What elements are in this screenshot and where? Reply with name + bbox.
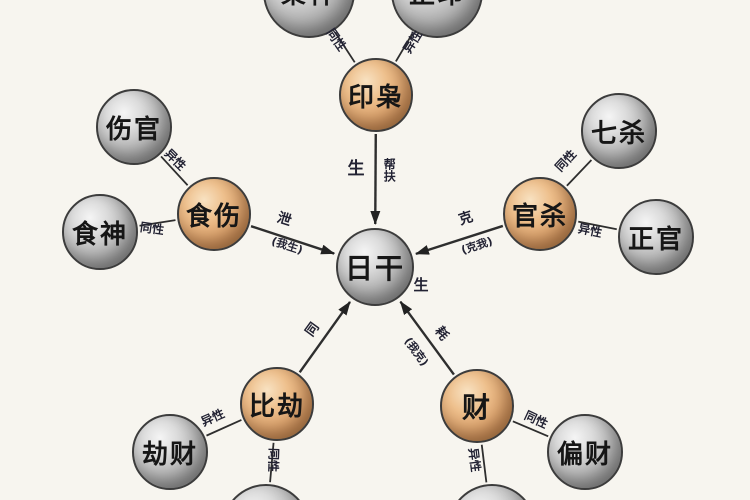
node-label: 食伤 (185, 201, 242, 232)
node-qisha: 七杀 (581, 93, 657, 169)
node-piancai: 偏财 (547, 414, 623, 490)
edge-xiaoshen-yinxiao (334, 31, 356, 63)
node-label: 正印 (409, 0, 465, 11)
node-shishen: 食神 (62, 194, 138, 270)
edge-zhengcai-cai (480, 444, 488, 483)
node-jiecai: 劫财 (132, 414, 208, 490)
node-label: 偏财 (556, 439, 613, 470)
edge-label-yixing-zhengcai: 异性 (465, 447, 483, 473)
node-guansha: 官杀 (503, 177, 577, 251)
node-label: 伤官 (105, 114, 162, 145)
node-label: 财 (461, 391, 492, 424)
edge-piancai-cai (512, 420, 549, 438)
node-label: 官杀 (511, 201, 568, 232)
edge-qisha-guansha (566, 159, 593, 187)
edge-label-sheng-yin: 生 (347, 159, 365, 180)
edge-yinxiao-rigan (370, 133, 381, 226)
edge-cai-rigan (399, 300, 455, 376)
edge-shishen-shishang (139, 219, 176, 227)
edge-label-sheng-cai: 生 (413, 276, 429, 295)
node-label: 枭神 (281, 0, 337, 11)
edge-zhengguan-guansha (578, 220, 617, 231)
node-shishang: 食伤 (177, 177, 251, 251)
edge-jiecai-bijie (206, 419, 242, 437)
edge-bijie-rigan (298, 301, 351, 373)
edge-zhengyin-yinxiao (395, 32, 414, 62)
edge-label-tongxing-shishen: 同性 (139, 220, 165, 238)
node-bijie: 比劫 (240, 367, 314, 441)
node-label: 劫财 (141, 439, 198, 470)
node-label: 食神 (71, 219, 128, 250)
edge-bijian-bijie (269, 442, 275, 483)
node-label: 印枭 (347, 82, 404, 113)
node-rigan: 日干 (336, 228, 414, 306)
edge-label-tongxing-bijian: 同性 (265, 447, 281, 473)
edge-label-bangfu: 帮扶 (382, 158, 397, 182)
node-label: 七杀 (590, 118, 647, 149)
node-shangguan: 伤官 (96, 89, 172, 165)
edge-shishang-rigan (250, 225, 336, 255)
edge-guansha-rigan (414, 224, 504, 255)
node-cai: 财 (440, 369, 514, 443)
node-label: 比劫 (248, 391, 305, 422)
edge-shangguan-shishang (160, 155, 189, 186)
node-yinxiao: 印枭 (339, 58, 413, 132)
node-zhengguan: 正官 (618, 199, 694, 275)
node-label: 日干 (344, 252, 405, 285)
node-label: 正官 (627, 224, 684, 255)
